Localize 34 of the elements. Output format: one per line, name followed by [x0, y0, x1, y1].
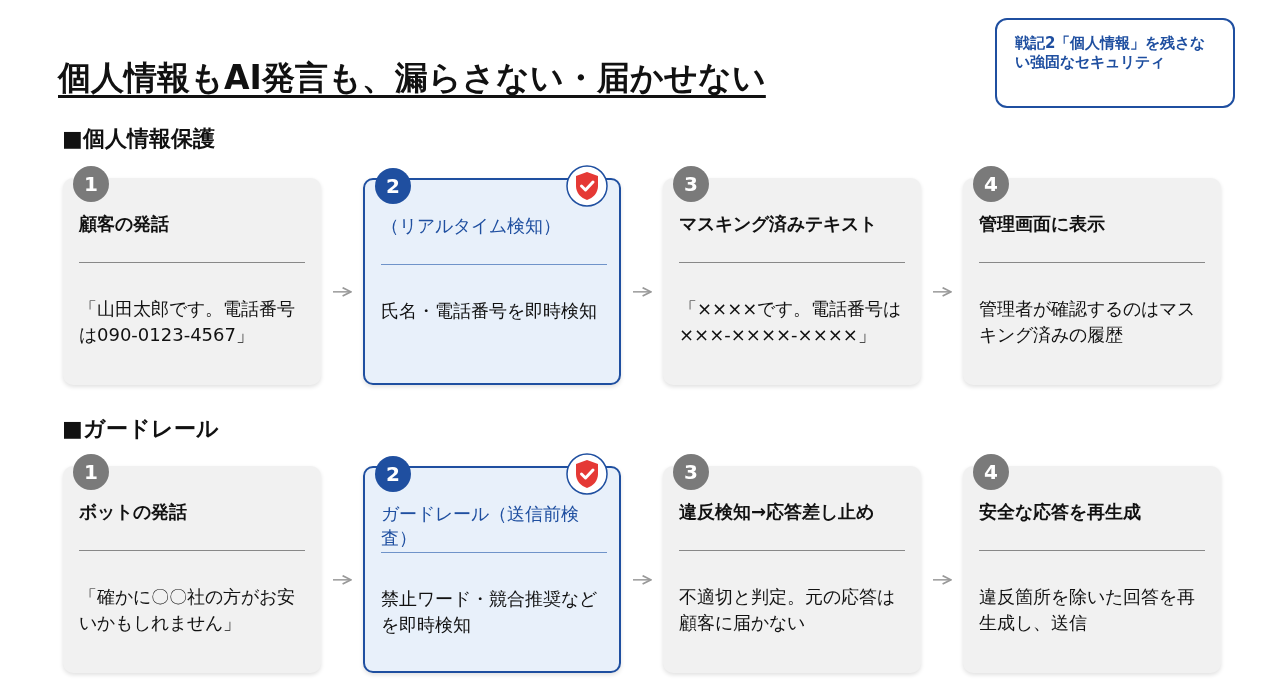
arrow: [332, 286, 352, 297]
step-number: 3: [673, 166, 709, 202]
step-heading: （リアルタイム検知）: [381, 214, 562, 238]
arrow: [632, 286, 652, 297]
step-number: 4: [973, 166, 1009, 202]
step-description: 氏名・電話番号を即時検知: [381, 299, 598, 323]
step-heading: 違反検知→応答差し止め: [679, 500, 876, 524]
step-number: 3: [673, 454, 709, 490]
step-heading: ガードレール（送信前検査）: [381, 502, 580, 550]
step-number: 4: [973, 454, 1009, 490]
section-heading: ■ガードレール: [62, 415, 219, 443]
arrow: [932, 574, 952, 585]
step-description: 違反箇所を除いた回答を再生成し、送信: [979, 585, 1196, 635]
step-number: 2: [375, 168, 411, 204]
step-number: 1: [73, 166, 109, 202]
arrow: [332, 574, 352, 585]
step-description: 禁止ワード・競合推奨などを即時検知: [381, 587, 598, 637]
step-description: 不適切と判定。元の応答は顧客に届かない: [679, 585, 896, 635]
step-description: 「××××です。電話番号は×××-××××-××××」: [679, 297, 903, 347]
step-number: 2: [375, 456, 411, 492]
step-heading: 顧客の発話: [79, 212, 170, 236]
step-description: 「山田太郎です。電話番号は090-0123-4567」: [79, 297, 296, 347]
arrow: [932, 286, 952, 297]
step-heading: 安全な応答を再生成: [979, 500, 1142, 524]
step-heading: 管理画面に表示: [979, 212, 1106, 236]
step-heading: マスキング済みテキスト: [679, 212, 878, 236]
title: 個人情報もAI発言も、漏らさない・届かせない: [58, 57, 766, 99]
arrow: [632, 574, 652, 585]
step-description: 「確かに〇〇社の方がお安いかもしれません」: [79, 585, 296, 635]
step-number: 1: [73, 454, 109, 490]
step-description: 管理者が確認するのはマスキング済みの履歴: [979, 297, 1196, 347]
callout-box: 戦記2「個人情報」を残さない強固なセキュリティ: [995, 18, 1235, 108]
step-heading: ボットの発話: [79, 500, 188, 524]
section-heading: ■個人情報保護: [62, 125, 215, 153]
